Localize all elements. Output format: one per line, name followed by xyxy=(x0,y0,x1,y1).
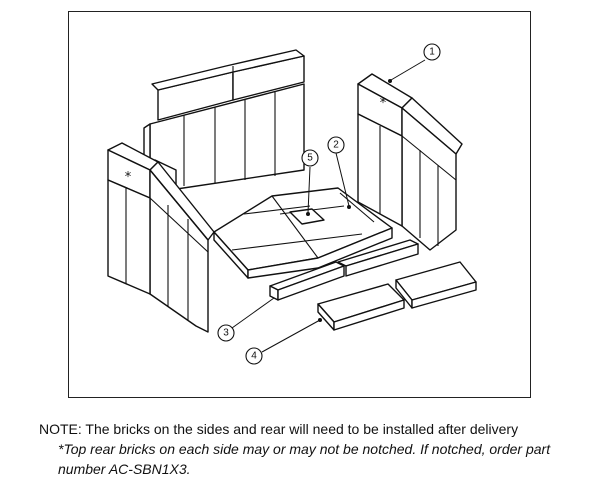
floor-bricks xyxy=(213,187,393,279)
callout-5 xyxy=(301,149,319,167)
callout-2-label: 2 xyxy=(333,140,339,151)
callout-5-label: 5 xyxy=(307,153,313,164)
callout-2 xyxy=(327,136,345,154)
right-side-wall xyxy=(357,73,463,251)
callout-3 xyxy=(217,324,235,342)
callout-1-label: 1 xyxy=(429,47,435,58)
flat-brick-right-face xyxy=(411,281,477,309)
installation-note: NOTE: The bricks on the sides and rear w… xyxy=(39,421,519,437)
notched-brick-footnote: *Top rear bricks on each side may or may… xyxy=(58,441,551,477)
flat-brick-front-face xyxy=(333,299,405,331)
notch-marker-right: * xyxy=(380,96,387,111)
loose-bricks xyxy=(269,239,477,331)
left-wall-lower-face xyxy=(107,179,151,295)
callout-3-label: 3 xyxy=(223,328,229,339)
floor-notch-brick xyxy=(289,208,325,225)
callout-1 xyxy=(423,43,441,61)
left-side-wall xyxy=(107,142,215,333)
callout-4-label: 4 xyxy=(251,351,257,362)
thin-brick-right-side xyxy=(345,243,419,277)
thin-brick-left-side xyxy=(277,265,345,301)
firebrick-layout-diagram: * * 1 5 2 3 4 xyxy=(107,43,477,365)
callout-4 xyxy=(245,347,263,365)
notch-marker-left: * xyxy=(125,170,132,185)
